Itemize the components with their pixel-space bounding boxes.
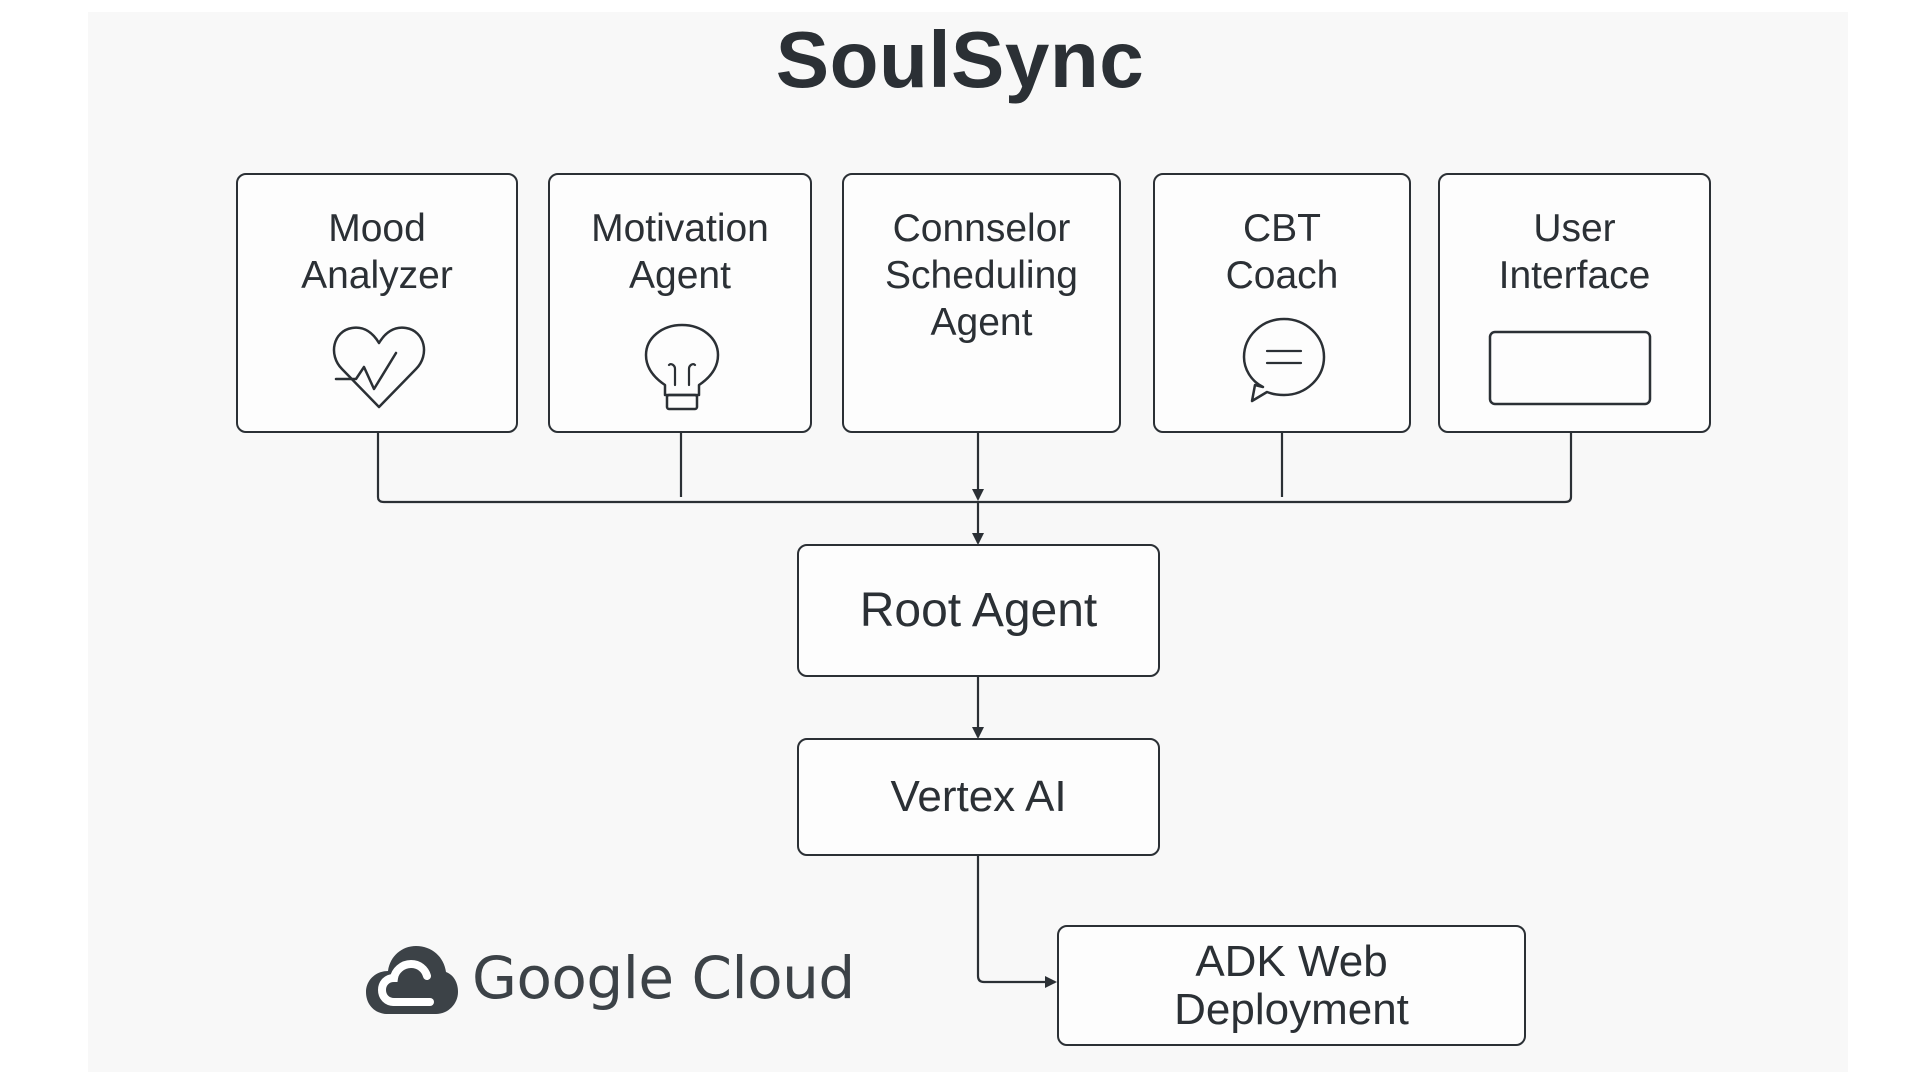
- adk-web-deployment-box: ADK Web Deployment: [1057, 925, 1526, 1046]
- vertex-ai-box: Vertex AI: [797, 738, 1160, 856]
- root-agent-label: Root Agent: [859, 584, 1098, 637]
- diagram-title: SoulSync: [775, 15, 1145, 104]
- cbt-coach-box: CBT Coach: [1153, 173, 1411, 433]
- lightbulb-icon: [644, 323, 720, 411]
- cbt-coach-label: CBT Coach: [1225, 207, 1339, 297]
- counselor-scheduling-agent-box: Connselor Scheduling Agent: [842, 173, 1121, 433]
- google-cloud-wordmark: Google Cloud: [472, 944, 855, 1012]
- heartbeat-icon: [332, 326, 426, 409]
- root-agent-box: Root Agent: [797, 544, 1160, 677]
- mood-analyzer-box: Mood Analyzer: [236, 173, 518, 433]
- motivation-agent-box: Motivation Agent: [548, 173, 812, 433]
- counselor-scheduling-agent-label: Connselor Scheduling Agent: [885, 207, 1078, 344]
- adk-web-deployment-label: ADK Web Deployment: [1174, 936, 1409, 1034]
- google-cloud-icon: [366, 946, 458, 1014]
- user-interface-label: User Interface: [1498, 207, 1651, 297]
- window-icon: [1488, 330, 1652, 406]
- chat-bubble-icon: [1242, 317, 1326, 403]
- user-interface-box: User Interface: [1438, 173, 1711, 433]
- motivation-agent-label: Motivation Agent: [591, 207, 769, 297]
- mood-analyzer-label: Mood Analyzer: [301, 207, 453, 297]
- diagram-background: [88, 12, 1848, 1072]
- vertex-ai-label: Vertex AI: [890, 772, 1067, 821]
